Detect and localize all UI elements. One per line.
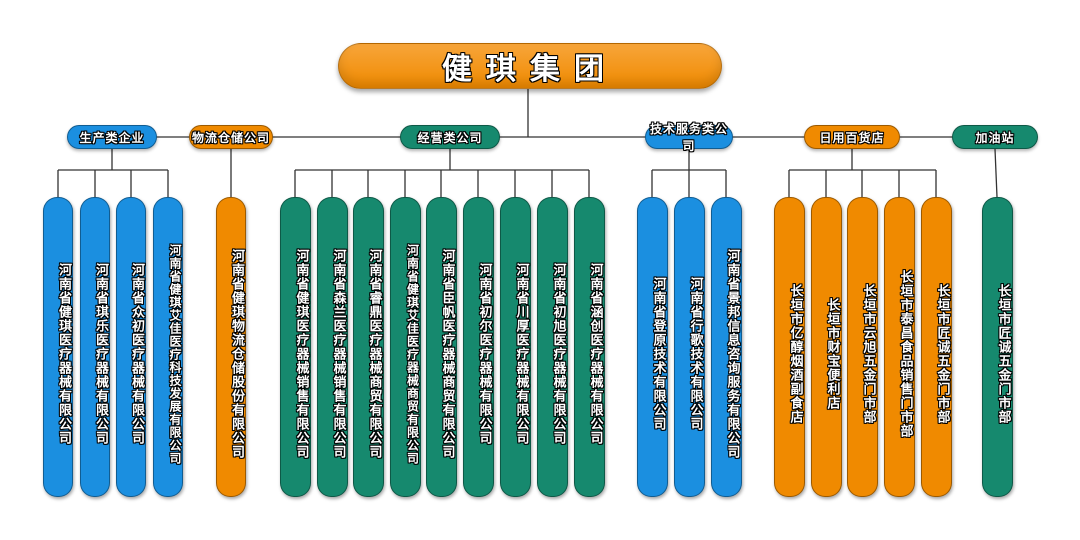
root-node-jianqi-group: 健琪集团: [338, 43, 722, 89]
company-node-3-5: 河南省臣帆医疗器械商贸有限公司: [425, 197, 457, 497]
company-node-6-1: 长垣市匠诚五金门市部: [981, 197, 1013, 497]
company-node-1-2: 河南省琪乐医疗器械有限公司: [80, 197, 110, 497]
category-node-6: 加油站: [952, 125, 1038, 149]
company-node-3-7: 河南省川厚医疗器械有限公司: [499, 197, 531, 497]
company-node-3-9: 河南省涵创医疗器械有限公司: [573, 197, 605, 497]
company-node-1-3: 河南省众初医疗器械有限公司: [116, 197, 146, 497]
category-node-3: 经营类公司: [400, 125, 500, 149]
company-node-5-4: 长垣市泰昌食品销售门市部: [883, 197, 915, 497]
category-node-4: 技术服务类公司: [645, 122, 733, 153]
company-node-5-3: 长垣市云旭五金门市部: [846, 197, 878, 497]
company-node-3-8: 河南省初旭医疗器械有限公司: [536, 197, 568, 497]
company-node-4-2: 河南省行歌技术有限公司: [673, 197, 705, 497]
category-6-stem-line: [994, 148, 998, 198]
company-node-4-1: 河南省登原技术有限公司: [636, 197, 668, 497]
category-node-1: 生产类企业: [67, 125, 157, 149]
category-node-2: 物流仓储公司: [189, 125, 273, 149]
company-node-3-3: 河南省睿鼎医疗器械商贸有限公司: [352, 197, 384, 497]
company-node-4-3: 河南省景邦信息咨询服务有限公司: [710, 197, 742, 497]
company-node-1-1: 河南省健琪医疗器械有限公司: [43, 197, 73, 497]
company-node-1-4: 河南省健琪艾佳医疗科技发展有限公司: [153, 197, 183, 497]
category-node-5: 日用百货店: [804, 125, 900, 149]
company-node-3-2: 河南省森兰医疗器械销售有限公司: [316, 197, 348, 497]
company-node-2-1: 河南省健琪物流仓储股份有限公司: [216, 197, 246, 497]
company-node-5-2: 长垣市财宝便利店: [810, 197, 842, 497]
company-node-3-6: 河南省初尔医疗器械有限公司: [462, 197, 494, 497]
company-node-5-5: 长垣市匠诚五金门市部: [920, 197, 952, 497]
company-node-3-4: 河南省健琪艾佳医疗器械商贸有限公司: [389, 197, 421, 497]
company-node-3-1: 河南省健琪医疗器械销售有限公司: [279, 197, 311, 497]
company-node-5-1: 长垣市亿醇烟酒副食店: [773, 197, 805, 497]
